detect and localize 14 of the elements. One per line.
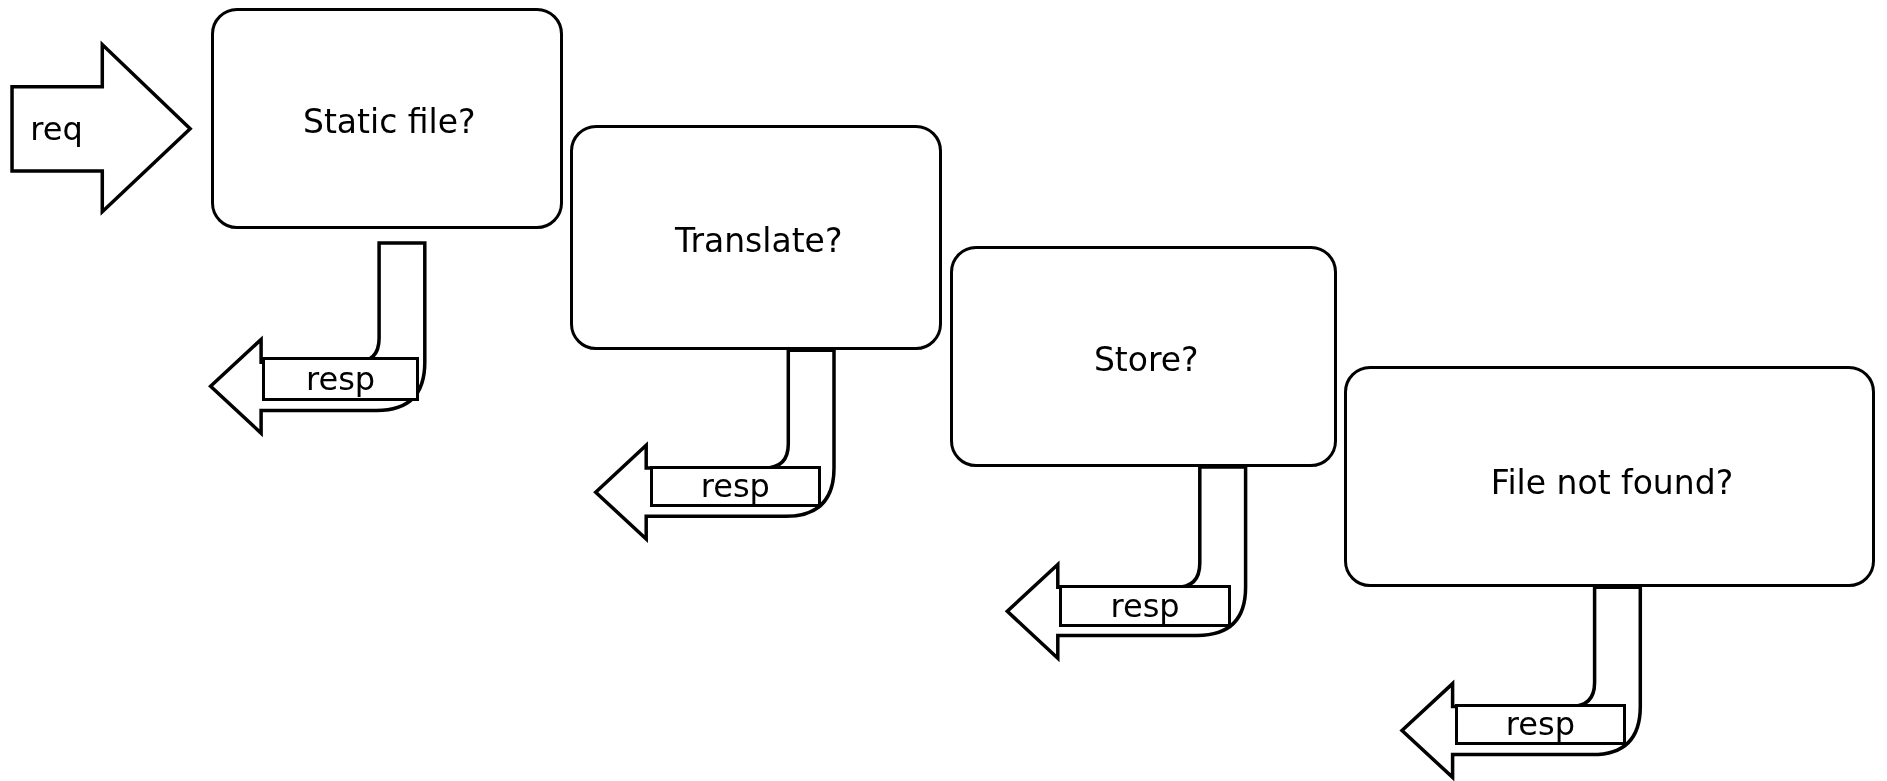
box-label: File not found? — [1490, 462, 1734, 502]
rounded-box — [570, 125, 943, 351]
edge-label: req — [29, 108, 84, 150]
edge-label: resp — [649, 465, 821, 507]
rounded-box — [949, 245, 1337, 467]
rounded-box — [1344, 365, 1875, 588]
block-arrow — [10, 40, 193, 216]
edge-label: resp — [262, 357, 419, 401]
edge-label: resp — [1059, 584, 1232, 627]
box-label: Translate? — [675, 220, 843, 260]
rounded-box — [210, 8, 564, 229]
box-label: Store? — [1093, 339, 1199, 379]
edge-label: resp — [1454, 704, 1626, 745]
box-label: Static file? — [302, 101, 476, 141]
